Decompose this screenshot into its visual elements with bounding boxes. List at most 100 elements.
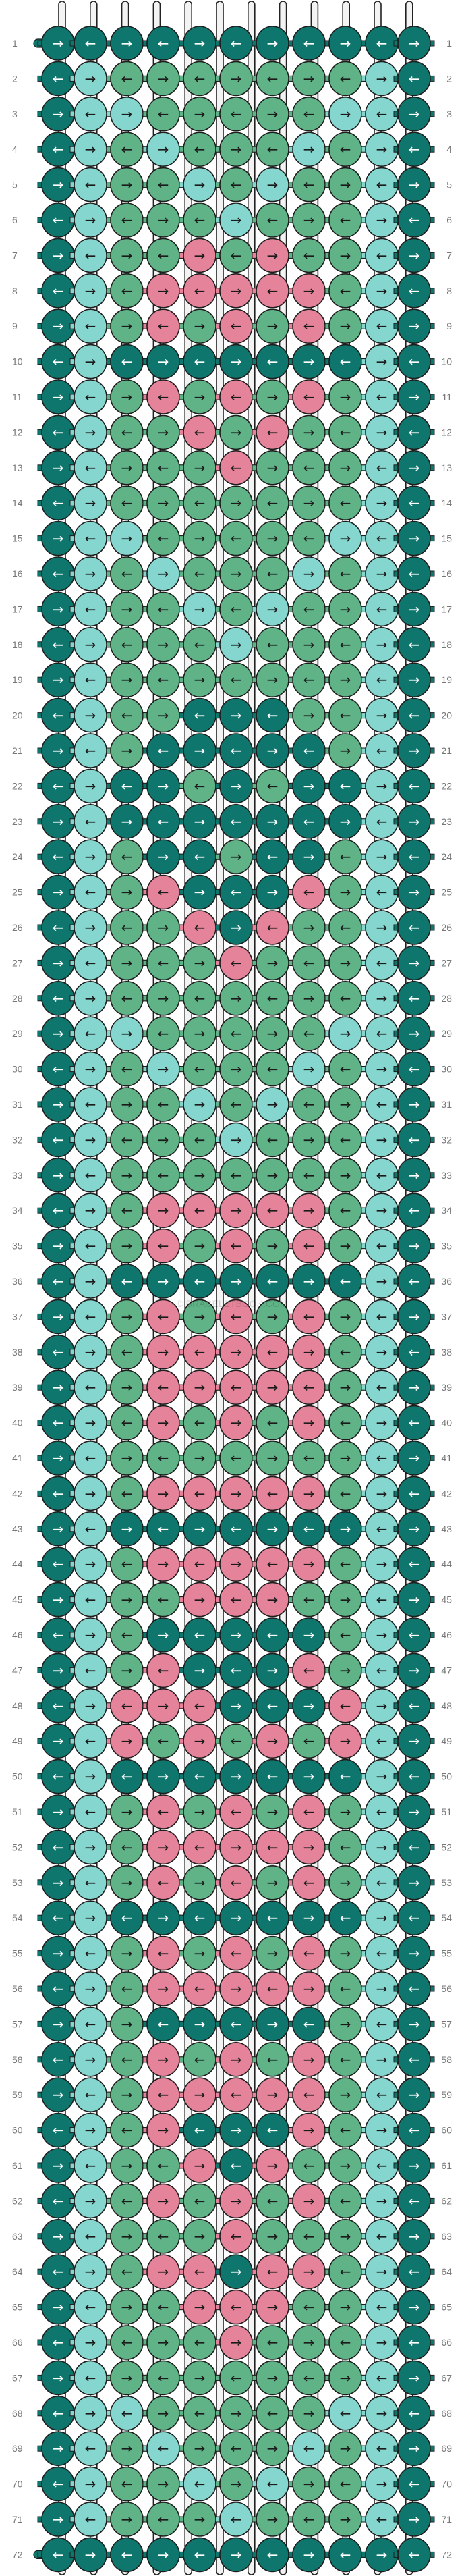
arrow-left-icon: ← [267, 707, 279, 724]
arrow-left-icon: ← [376, 531, 388, 547]
arrow-right-icon: → [303, 1273, 315, 1289]
knot: ← [288, 1158, 330, 1193]
arrow-right-icon: → [85, 2122, 96, 2139]
knot: → [142, 981, 184, 1016]
knot: → [69, 1688, 111, 1723]
row-label: 40 [12, 1418, 23, 1428]
arrow-right-icon: → [340, 2087, 351, 2103]
knot: ← [324, 1688, 366, 1723]
arrow-left-icon: ← [340, 2122, 351, 2139]
knot: → [215, 2466, 257, 2502]
knot: ← [393, 1829, 435, 1865]
knot: ← [69, 945, 111, 981]
arrow-left-icon: ← [340, 1981, 351, 1997]
knot: → [324, 308, 366, 344]
arrow-right-icon: → [340, 1521, 351, 1537]
arrow-left-icon: ← [158, 1875, 169, 1891]
knot: ← [69, 2360, 111, 2396]
arrow-left-icon: ← [194, 495, 206, 511]
row-label: 9 [446, 321, 452, 331]
arrow-right-icon: → [121, 743, 133, 759]
arrow-right-icon: → [376, 354, 388, 370]
arrow-left-icon: ← [267, 990, 279, 1007]
row-label: 24 [12, 851, 23, 862]
knot: → [361, 1122, 403, 1158]
knot: ← [37, 2537, 79, 2573]
arrow-left-icon: ← [340, 2334, 351, 2351]
arrow-left-icon: ← [121, 1273, 133, 1289]
knot: → [252, 1653, 293, 1688]
arrow-right-icon: → [53, 1096, 64, 1112]
arrow-left-icon: ← [303, 1733, 315, 1749]
knot: → [69, 1122, 111, 1158]
arrow-right-icon: → [121, 813, 133, 830]
knot: ← [288, 2360, 330, 2396]
knot: ← [106, 1122, 148, 1158]
arrow-right-icon: → [267, 1167, 279, 1183]
knot: ← [393, 2396, 435, 2431]
knot: ← [324, 273, 366, 308]
arrow-left-icon: ← [121, 283, 133, 299]
arrow-left-icon: ← [158, 1096, 169, 1112]
arrow-right-icon: → [85, 637, 96, 653]
arrow-left-icon: ← [53, 1698, 64, 1714]
knot: ← [142, 2077, 184, 2112]
knot: ← [215, 2360, 257, 2396]
knot: → [179, 662, 221, 698]
arrow-left-icon: ← [376, 1025, 388, 1042]
knot: → [393, 2077, 435, 2112]
arrow-left-icon: ← [85, 460, 96, 476]
knot: ← [179, 203, 221, 238]
arrow-right-icon: → [85, 1556, 96, 1572]
arrow-left-icon: ← [158, 2369, 169, 2386]
knot: → [142, 2466, 184, 2502]
knot: → [69, 1051, 111, 1087]
knot: → [288, 1476, 330, 1511]
arrow-right-icon: → [194, 106, 206, 122]
knot: ← [215, 1087, 257, 1122]
row-label: 65 [12, 2302, 23, 2313]
arrow-right-icon: → [121, 1875, 133, 1891]
knot: → [324, 1299, 366, 1335]
arrow-left-icon: ← [231, 2157, 242, 2174]
knot: ← [179, 839, 221, 874]
row-label: 56 [441, 1983, 452, 1994]
knot: → [37, 733, 79, 768]
knot: → [393, 26, 435, 61]
arrow-right-icon: → [231, 2263, 242, 2280]
arrow-left-icon: ← [267, 70, 279, 86]
arrow-right-icon: → [85, 495, 96, 511]
arrow-right-icon: → [194, 1450, 206, 1466]
arrow-right-icon: → [121, 1025, 133, 1042]
arrow-left-icon: ← [409, 70, 420, 86]
arrow-left-icon: ← [158, 177, 169, 193]
row-label: 36 [441, 1276, 452, 1287]
knot: ← [324, 839, 366, 874]
row-label: 52 [12, 1842, 23, 1852]
knot: → [37, 2289, 79, 2325]
arrow-right-icon: → [231, 2334, 242, 2351]
knot: → [393, 1511, 435, 1547]
knot: ← [142, 2006, 184, 2042]
arrow-right-icon: → [376, 637, 388, 653]
arrow-left-icon: ← [340, 1769, 351, 1785]
knot: ← [288, 1865, 330, 1900]
arrow-left-icon: ← [85, 1025, 96, 1042]
knot: ← [288, 1441, 330, 1476]
arrow-left-icon: ← [409, 990, 420, 1007]
knot: ← [179, 556, 221, 591]
knot: ← [179, 2254, 221, 2289]
knot: ← [69, 1299, 111, 1335]
arrow-right-icon: → [194, 1238, 206, 1254]
arrow-right-icon: → [85, 566, 96, 582]
arrow-right-icon: → [303, 141, 315, 157]
row-label: 33 [441, 1170, 452, 1181]
knot: ← [142, 945, 184, 981]
arrow-right-icon: → [267, 813, 279, 830]
arrow-right-icon: → [303, 1131, 315, 1148]
arrow-left-icon: ← [53, 1344, 64, 1360]
knot: ← [361, 1511, 403, 1547]
arrow-left-icon: ← [409, 424, 420, 440]
row-label: 8 [12, 286, 18, 296]
row-label: 48 [12, 1700, 23, 1711]
